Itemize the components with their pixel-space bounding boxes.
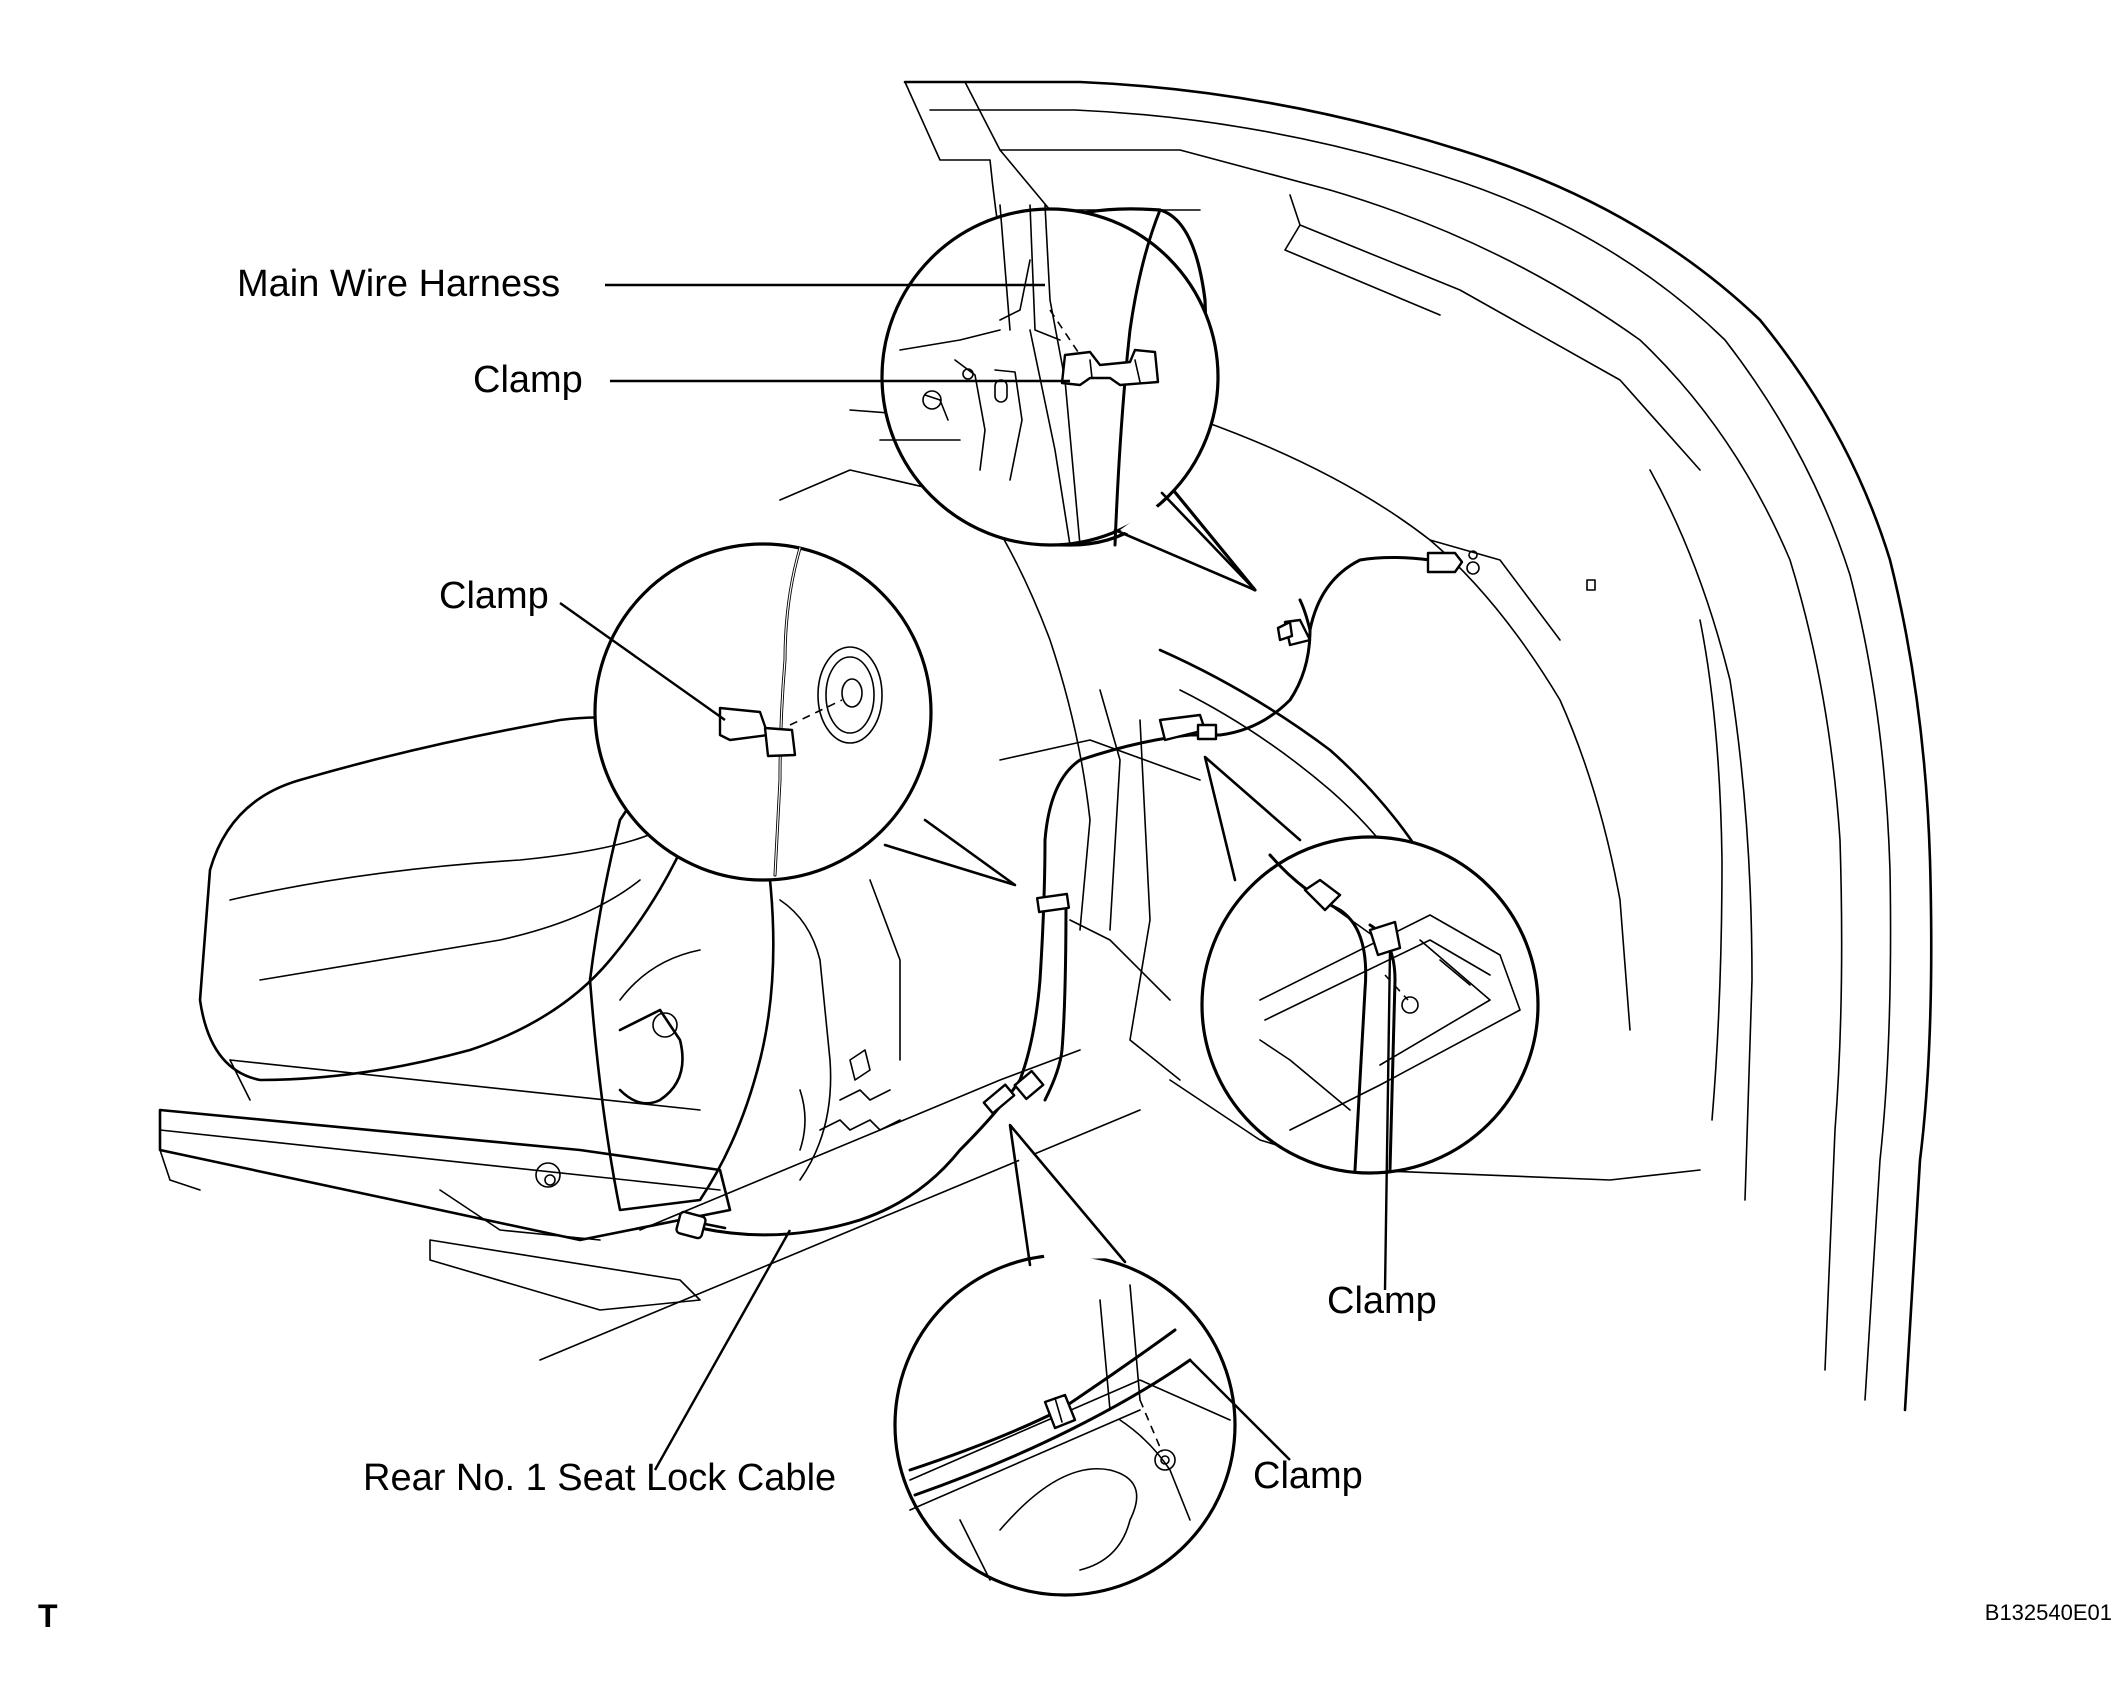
rear-seat [158, 716, 901, 1311]
label-clamp-top: Clamp [473, 359, 583, 401]
detail-view-bottom [893, 1123, 1237, 1597]
label-clamp-bottom: Clamp [1253, 1455, 1363, 1497]
detail-view-right [1200, 755, 1540, 1175]
leader-lines [559, 283, 1392, 1471]
vehicle-body [539, 80, 1933, 1412]
callouts: Main Wire Harness Clamp Clamp Clamp Clam… [237, 263, 1437, 1499]
figure-id: B132540E01 [1985, 1600, 2112, 1625]
detail-view-top [879, 204, 1257, 592]
label-main-wire-harness: Main Wire Harness [237, 263, 560, 305]
leader-seat-lock-cable [653, 1229, 792, 1471]
detail-view-left [593, 542, 1017, 887]
leader-clamp-bottom [1189, 1359, 1291, 1461]
label-seat-lock-cable: Rear No. 1 Seat Lock Cable [363, 1457, 836, 1499]
corner-mark: T [38, 1598, 58, 1634]
seat-lock-cable [675, 551, 1480, 1240]
leader-clamp-right [1383, 949, 1392, 1291]
label-clamp-left: Clamp [439, 575, 549, 617]
leader-clamp-left [559, 602, 726, 721]
label-clamp-right: Clamp [1327, 1280, 1437, 1322]
